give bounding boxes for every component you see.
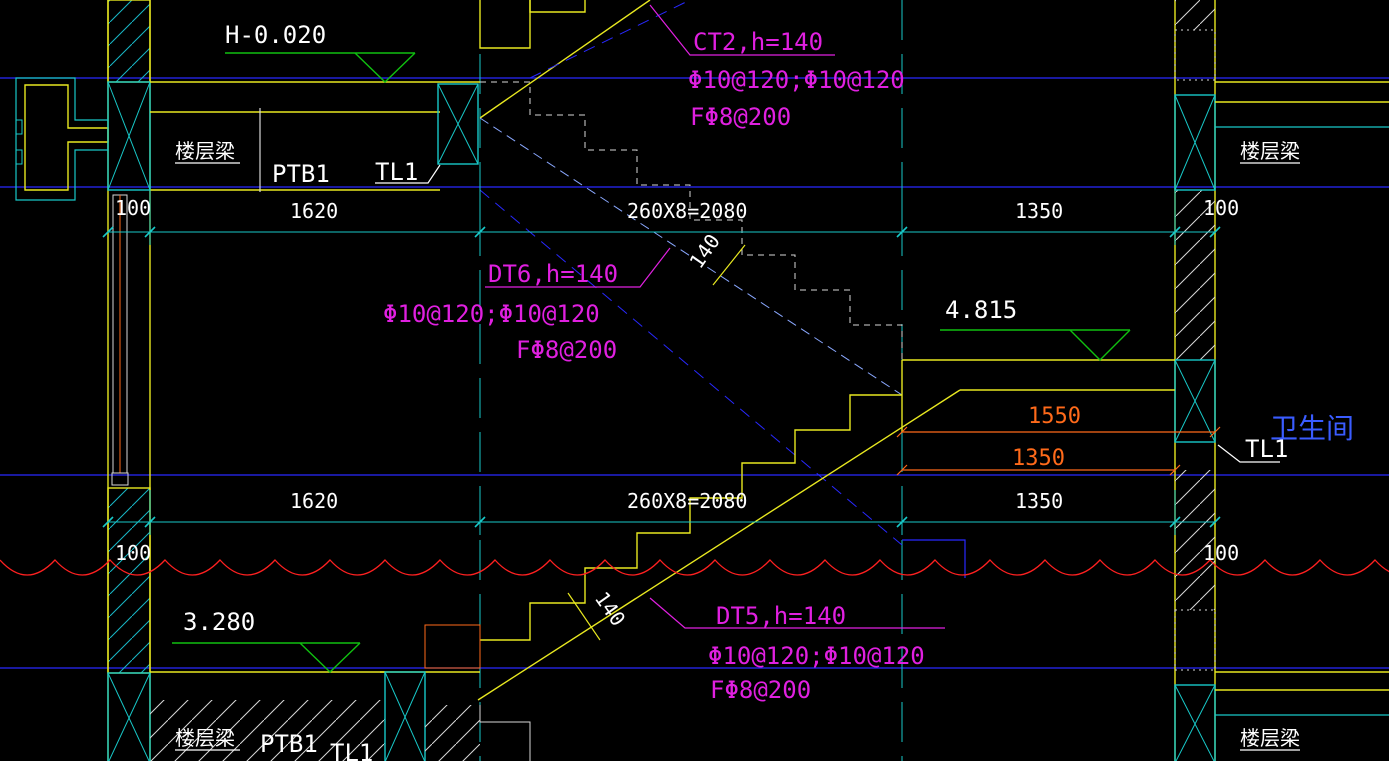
lower-flight — [150, 389, 961, 761]
dim-100-tr: 100 — [1203, 196, 1239, 220]
floor-beam-label-bl: 楼层梁 — [175, 726, 235, 750]
break-line — [0, 559, 1389, 576]
tl-label-bot: TL1 — [330, 739, 373, 761]
dim-1620-bot: 1620 — [290, 489, 338, 513]
dim-100-bl: 100 — [115, 541, 151, 565]
dim-run-top: 260X8=2080 — [627, 199, 747, 223]
upper-flight — [479, 0, 903, 546]
elev-top-label: H-0.020 — [225, 21, 326, 49]
dt6-rebar-main: Φ10@120;Φ10@120 — [383, 300, 600, 328]
floor-beam-label-br: 楼层梁 — [1240, 726, 1300, 750]
tick-marks — [102, 226, 1221, 528]
dt5-name: DT5,h=140 — [716, 602, 846, 630]
dim-run-bot: 260X8=2080 — [627, 489, 747, 513]
right-wall — [1174, 0, 1389, 761]
ct2-rebar-dist: FΦ8@200 — [690, 103, 791, 131]
dim-1350-top: 1350 — [1015, 199, 1063, 223]
ptb-label-top: PTB1 — [272, 160, 330, 188]
floor-beam-label-tl: 楼层梁 — [175, 139, 235, 163]
dim-100-tl: 100 — [115, 196, 151, 220]
leaders — [485, 4, 945, 629]
dim-1550: 1550 — [1028, 404, 1081, 429]
ct2-name: CT2,h=140 — [693, 28, 823, 56]
left-wall — [15, 0, 151, 761]
dim-1350-bot: 1350 — [1015, 489, 1063, 513]
tl-label-top: TL1 — [375, 158, 418, 186]
dimension-lines — [108, 180, 1215, 535]
dim-1620-top: 1620 — [290, 199, 338, 223]
bathroom-label: 卫生间 — [1270, 412, 1354, 445]
elev-mid-label: 4.815 — [945, 296, 1017, 324]
ct2-rebar-main: Φ10@120;Φ10@120 — [688, 66, 905, 94]
dt6-rebar-dist: FΦ8@200 — [516, 336, 617, 364]
elev-bot-label: 3.280 — [183, 608, 255, 636]
floor-beam-label-tr: 楼层梁 — [1240, 139, 1300, 163]
axis-lines — [0, 77, 1389, 669]
thickness-markers — [567, 244, 746, 641]
tl-label-right: TL1 — [1245, 435, 1288, 463]
elevation-marks — [172, 52, 1131, 673]
dt6-name: DT6,h=140 — [488, 260, 618, 288]
middle-landing — [901, 359, 1175, 578]
dim-140-upper: 140 — [684, 230, 724, 273]
white-leaders — [175, 162, 1300, 751]
dim-1350-orange: 1350 — [1012, 446, 1065, 471]
ptb-label-bot: PTB1 — [260, 730, 318, 758]
top-landing — [150, 0, 586, 192]
dt5-rebar-main: Φ10@120;Φ10@120 — [708, 642, 925, 670]
dt5-rebar-dist: FΦ8@200 — [710, 676, 811, 704]
orange-dims — [896, 426, 1221, 476]
dim-100-br: 100 — [1203, 541, 1239, 565]
